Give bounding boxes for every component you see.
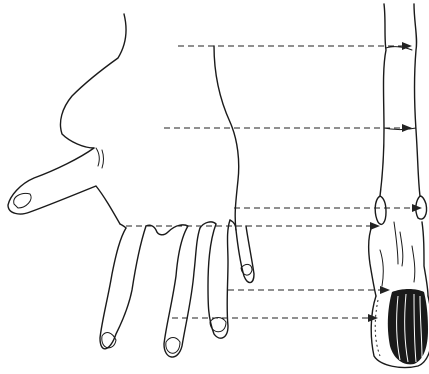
arrowhead <box>402 42 412 50</box>
pastern <box>369 226 376 296</box>
index-finger <box>100 226 146 349</box>
little-finger <box>236 226 254 283</box>
middle-finger <box>164 226 200 357</box>
human-hand <box>8 14 254 357</box>
splint-bone-left <box>375 196 386 224</box>
correspondence-arrows <box>126 42 422 322</box>
horse-leg <box>369 4 429 368</box>
hand-right-edge <box>214 46 239 230</box>
hand-wrist-left-edge <box>60 14 126 148</box>
arrowhead <box>368 314 378 322</box>
middle-finger-nail <box>166 338 180 354</box>
ring-finger-nail <box>210 318 226 332</box>
arrowhead <box>402 124 412 132</box>
thumb-crease <box>96 148 99 166</box>
arrowhead <box>380 286 390 294</box>
leg-left-edge <box>380 4 386 196</box>
leg-right-edge <box>414 4 420 196</box>
thumbnail <box>14 193 31 208</box>
arrowhead <box>412 204 422 212</box>
